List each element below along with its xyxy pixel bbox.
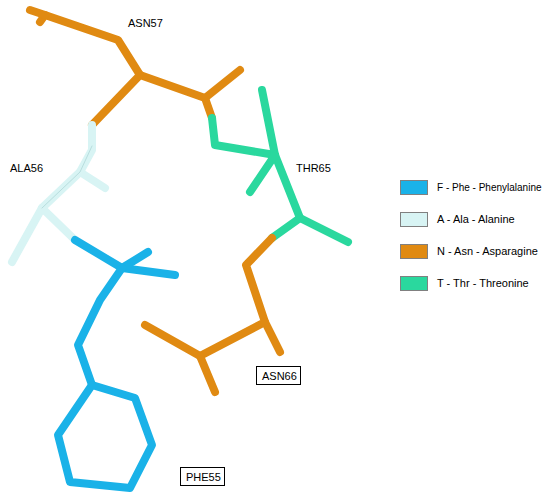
phe55-sticks	[58, 240, 175, 488]
residue-label: ASN57	[128, 17, 163, 30]
thr65-sticks	[212, 90, 348, 242]
ala56-sticks	[12, 125, 105, 262]
asn57-sticks	[30, 10, 240, 125]
legend-swatch	[400, 276, 428, 291]
ala56-edge	[42, 146, 92, 208]
legend-text: F - Phe - Phenylalanine	[437, 181, 542, 194]
legend-text: N - Asn - Asparagine	[437, 245, 538, 258]
legend-swatch	[400, 212, 428, 227]
legend-swatch	[400, 244, 428, 259]
residue-tag: PHE55	[180, 467, 225, 486]
residue-label: ALA56	[10, 162, 43, 175]
residue-tag: ASN66	[256, 366, 301, 385]
residue-label: THR65	[296, 162, 331, 175]
legend-text: T - Thr - Threonine	[437, 277, 529, 290]
tag-text: ASN66	[262, 370, 300, 383]
tag-text: PHE55	[186, 471, 224, 484]
legend-text: A - Ala - Alanine	[437, 213, 515, 226]
legend-swatch	[400, 180, 428, 195]
